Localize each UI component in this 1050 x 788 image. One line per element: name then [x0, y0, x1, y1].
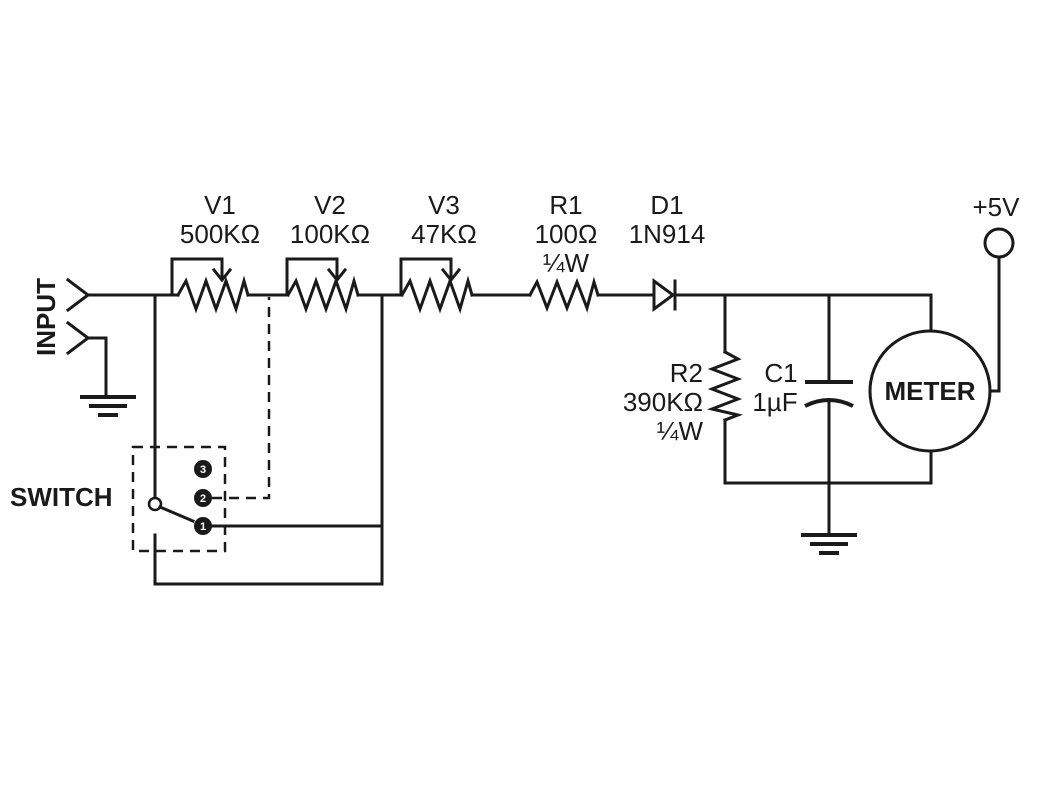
d1-diode: [652, 278, 677, 312]
input-jack: [65, 277, 157, 397]
input-label: INPUT: [31, 278, 61, 356]
v2-potentiometer: [285, 257, 360, 314]
v3-name: V3: [428, 190, 460, 220]
r2-value: 390KΩ: [623, 387, 703, 417]
r1-name: R1: [549, 190, 582, 220]
v2-value: 100KΩ: [290, 219, 370, 249]
svg-text:3: 3: [200, 464, 206, 476]
switch-position-3: 3: [194, 460, 212, 478]
switch-position-1: 1: [194, 517, 212, 535]
switch-label: SWITCH: [10, 482, 113, 512]
c1-capacitor: [804, 380, 854, 408]
c1-value: 1µF: [752, 387, 797, 417]
c1-name: C1: [764, 358, 797, 388]
switch-position-2: 2: [194, 489, 212, 507]
output-ground-symbol: [801, 533, 857, 555]
r2-rating: ¼W: [657, 416, 704, 446]
meter-label: METER: [885, 376, 976, 406]
supply-terminal: [983, 227, 1015, 393]
r1-value: 100Ω: [535, 219, 598, 249]
v1-name: V1: [204, 190, 236, 220]
svg-text:1: 1: [200, 521, 206, 533]
v2-name: V2: [314, 190, 346, 220]
r1-resistor: [527, 276, 600, 313]
v3-potentiometer: [399, 257, 474, 314]
input-ground-symbol: [80, 395, 136, 417]
v3-value: 47KΩ: [411, 219, 477, 249]
r2-resistor: [706, 349, 744, 422]
supply-label: +5V: [973, 192, 1021, 222]
v1-potentiometer: [170, 257, 250, 314]
svg-text:2: 2: [200, 493, 206, 505]
main-bus-wires: [153, 293, 933, 586]
selector-switch: [131, 297, 271, 553]
v1-value: 500KΩ: [180, 219, 260, 249]
r1-rating: ¼W: [543, 248, 590, 278]
d1-name: D1: [650, 190, 683, 220]
output-wires: [723, 293, 933, 537]
r2-name: R2: [670, 358, 703, 388]
d1-value: 1N914: [629, 219, 706, 249]
